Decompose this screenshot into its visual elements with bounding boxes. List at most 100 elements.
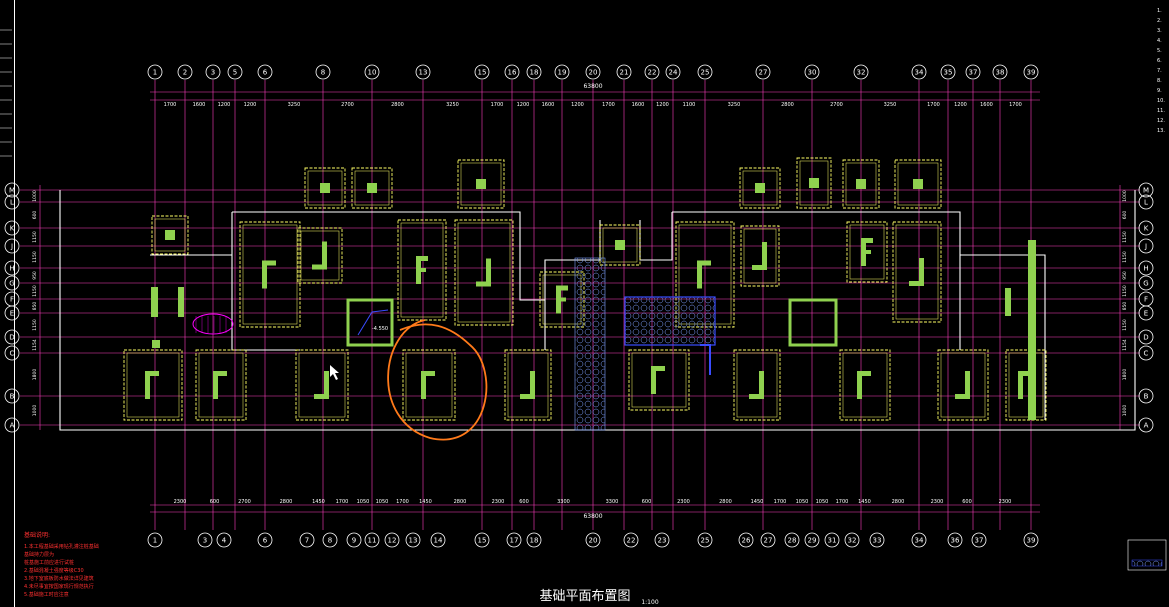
bottom-dimension: 1700: [836, 499, 849, 505]
notes-title: 基础说明:: [24, 531, 50, 539]
row-axis-bubble-right: [1138, 194, 1154, 210]
row-axis-bubble-left-label: J: [10, 243, 13, 251]
bottom-axis-bubble-label: 33: [873, 537, 882, 545]
column-wall: [749, 394, 764, 399]
right-dimension: 1150: [1122, 319, 1128, 331]
pile-cap-inner: [242, 224, 298, 325]
right-panel-item: 3.: [1157, 28, 1162, 34]
column-wall: [651, 366, 656, 394]
right-dimension: 850: [1122, 302, 1128, 311]
row-axis-bubble-right: [1138, 260, 1154, 276]
right-dimension: 1150: [1122, 251, 1128, 263]
bottom-axis-bubble: [784, 532, 800, 548]
bottom-axis-bubble: [364, 532, 380, 548]
row-axis-bubble-left-label: H: [9, 265, 14, 273]
right-panel-item: 13.: [1157, 128, 1165, 134]
column-wall: [178, 287, 184, 317]
top-axis-bubble-label: 18: [530, 69, 539, 77]
bottom-axis-bubble: [585, 532, 601, 548]
bottom-axis-bubble-label: 39: [1027, 537, 1036, 545]
bottom-axis-bubble-label: 22: [627, 537, 636, 545]
top-axis-bubble: [940, 64, 956, 80]
pile-cap-inner: [845, 162, 877, 206]
right-dimension: 1000: [1122, 190, 1128, 202]
bottom-axis-bubble-label: 23: [658, 537, 667, 545]
row-axis-bubble-right: [1138, 329, 1154, 345]
pile-cap-inner: [940, 352, 986, 418]
right-panel-item: 11.: [1157, 108, 1165, 114]
row-axis-bubble-right: [1138, 388, 1154, 404]
top-axis-bubble-label: 39: [1027, 69, 1036, 77]
column-wall: [262, 260, 276, 266]
row-axis-bubble-left-label: E: [10, 310, 14, 318]
row-axis-bubble-right-label: L: [1144, 199, 1148, 207]
wall-line: [960, 254, 1046, 420]
right-dimension: 1000: [1122, 405, 1128, 417]
column-wall: [421, 371, 435, 376]
row-axis-bubble-right-label: A: [1144, 422, 1149, 430]
vertical-axis-lines: [154, 80, 1032, 530]
bottom-axis-bubble-label: 27: [764, 537, 773, 545]
row-axis-bubble-left: [4, 220, 20, 236]
top-axis-bubble-label: 37: [969, 69, 978, 77]
pile-cap-outline: [457, 159, 505, 209]
bottom-axis-bubble-label: 28: [788, 537, 797, 545]
pile-cap-inner: [602, 227, 638, 263]
column-wall: [759, 371, 764, 399]
column-wall: [324, 371, 329, 399]
blue-line: [700, 344, 711, 375]
top-dimension: 2800: [391, 102, 404, 108]
bottom-dimension: 3300: [606, 499, 619, 505]
hatched-strip: [574, 257, 606, 431]
row-axis-bubble-left-label: D: [9, 334, 14, 342]
top-axis-bubble: [697, 64, 713, 80]
row-axis-bubble-left-label: M: [9, 187, 15, 195]
top-axis-bubble-label: 22: [648, 69, 657, 77]
pile-cap-inner: [1008, 352, 1044, 418]
special-markup: 1.2.3.4.5.6.7.8.9.10.11.12.13.: [0, 8, 1167, 571]
pile-cap-outline: [892, 221, 942, 323]
column-wall: [262, 260, 267, 289]
pile-cap-outline: [937, 349, 989, 421]
pile-cap-outline: [599, 224, 641, 266]
bottom-axis-bubble: [322, 532, 338, 548]
row-axis-bubble-right-label: F: [1144, 296, 1148, 304]
left-dimension: 1150: [32, 251, 38, 263]
top-dimension: 1700: [164, 102, 177, 108]
column-wall: [213, 371, 218, 399]
bottom-axis-bubble: [869, 532, 885, 548]
column-wall: [151, 287, 158, 317]
left-toolbar[interactable]: [0, 0, 15, 607]
row-axis-bubble-left-label: F: [10, 296, 14, 304]
column-square: [755, 183, 765, 193]
top-axis-bubble: [526, 64, 542, 80]
column-wall: [861, 250, 871, 254]
bottom-axis-bubble: [430, 532, 446, 548]
row-axis-bubble-left-label: G: [9, 280, 14, 288]
bottom-axis-bubble-label: 17: [510, 537, 519, 545]
top-dimension: 1600: [632, 102, 645, 108]
left-dimension: 1150: [32, 319, 38, 331]
column-wall: [556, 297, 566, 302]
bottom-dimension: 1700: [774, 499, 787, 505]
callout-elevation: -4.550: [372, 326, 388, 332]
pile-cap-inner: [507, 352, 549, 418]
pile-cap-inner: [126, 352, 180, 418]
pile-cap-outline: [846, 221, 888, 283]
wall-line: [672, 211, 961, 350]
top-axis-bubble-label: 25: [701, 69, 710, 77]
top-axis-bubble: [504, 64, 520, 80]
column-wall: [965, 371, 970, 399]
top-axis-bubble-label: 21: [620, 69, 629, 77]
top-axis-bubble-label: 16: [508, 69, 517, 77]
left-dimension: 1150: [32, 231, 38, 243]
cursor-hand-icon: [330, 365, 339, 380]
top-axis-bubble-label: 1: [153, 69, 157, 77]
bottom-axis-bubble: [216, 532, 232, 548]
column-wall: [651, 366, 665, 371]
top-axis-bubble-label: 35: [944, 69, 953, 77]
column-square: [476, 179, 486, 189]
bottom-dimension: 1450: [312, 499, 325, 505]
column-wall: [145, 371, 159, 376]
